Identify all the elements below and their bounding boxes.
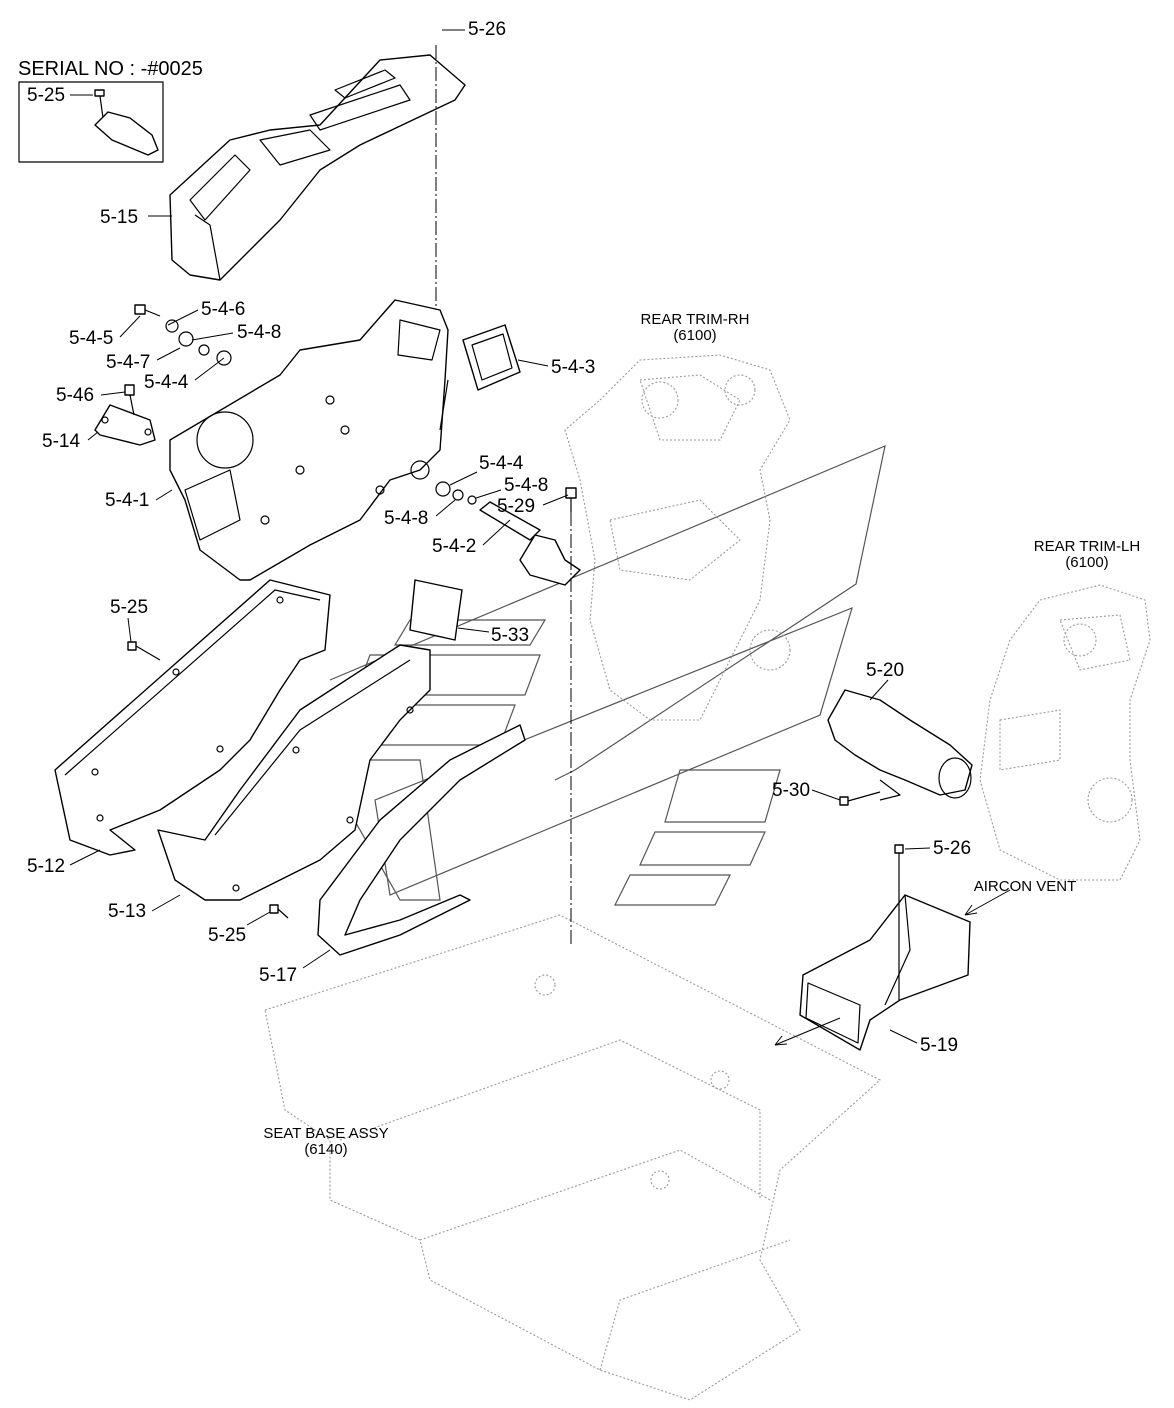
label-5-29: 5-29 (497, 496, 535, 517)
label-5-4-6: 5-4-6 (201, 299, 245, 320)
label-5-4-8-b: 5-4-8 (504, 475, 548, 496)
bracket-inset-part (94, 111, 159, 156)
label-5-4-8-c: 5-4-8 (384, 508, 428, 529)
ref-rear-trim-rh-code: (6100) (673, 327, 716, 344)
grommet-5-4-3 (439, 324, 521, 431)
label-5-4-5: 5-4-5 (69, 328, 113, 349)
label-5-4-4-a: 5-4-4 (144, 372, 189, 393)
label-5-33: 5-33 (491, 625, 529, 646)
label-5-46: 5-46 (56, 385, 94, 406)
label-5-13: 5-13 (108, 901, 146, 922)
ref-rear-trim-lh-code: (6100) (1065, 554, 1108, 571)
console-cover-5-15 (169, 54, 466, 281)
label-5-4-4-b: 5-4-4 (479, 453, 524, 474)
label-5-4-3: 5-4-3 (551, 357, 595, 378)
rear-trim-rh-ghost (564, 354, 791, 721)
ref-rear-trim-rh-name: REAR TRIM-RH (641, 311, 750, 328)
serial-note-text: SERIAL NO : -#0025 (18, 58, 203, 80)
serial-inset-label: 5-25 (27, 85, 65, 106)
label-5-19: 5-19 (920, 1035, 958, 1056)
label-5-4-7: 5-4-7 (106, 352, 150, 373)
label-5-25-a: 5-25 (110, 597, 148, 618)
label-5-4-1: 5-4-1 (105, 490, 149, 511)
label-5-20: 5-20 (866, 660, 904, 681)
label-5-26-top: 5-26 (468, 19, 506, 40)
ref-aircon-vent: AIRCON VENT (974, 878, 1077, 895)
label-5-4-2: 5-4-2 (432, 536, 476, 557)
ref-seat-base-name: SEAT BASE ASSY (263, 1125, 388, 1142)
label-5-30: 5-30 (772, 780, 810, 801)
ref-rear-trim-lh-name: REAR TRIM-LH (1034, 538, 1140, 555)
seat-base-ghost (264, 914, 881, 1401)
aircon-vent-5-19 (799, 844, 971, 1051)
leader-lines (69, 29, 1011, 1046)
label-5-14: 5-14 (42, 431, 80, 452)
side-cover-5-12 (54, 579, 331, 856)
duct-5-20 (827, 689, 973, 806)
label-5-4-8-a: 5-4-8 (237, 322, 281, 343)
pad-5-33 (409, 579, 463, 641)
pin-assembly-5-4-2 (435, 481, 581, 586)
bracket-frame-5-4-1 (169, 299, 449, 581)
label-5-17: 5-17 (259, 965, 297, 986)
handle-5-17 (317, 724, 526, 956)
label-5-15: 5-15 (100, 207, 138, 228)
label-5-26-b: 5-26 (933, 838, 971, 859)
bracket-5-14 (94, 304, 232, 446)
serial-inset-frame (18, 81, 164, 163)
label-5-25-b: 5-25 (208, 925, 246, 946)
serial-inset: SERIAL NO : -#0025 5-25 (18, 58, 203, 163)
ref-seat-base-code: (6140) (304, 1141, 347, 1158)
aircon-arrow (964, 889, 1011, 916)
rear-trim-lh-ghost (979, 584, 1151, 881)
side-cover-5-13 (157, 644, 431, 919)
label-5-12: 5-12 (27, 856, 65, 877)
